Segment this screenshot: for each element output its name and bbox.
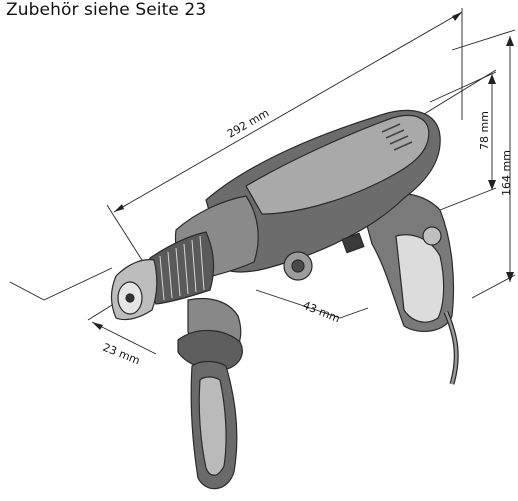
- dimension-label-collar-length: 43 mm: [301, 299, 342, 326]
- dimension-label-handle-height: 78 mm: [478, 111, 491, 150]
- drill-icon: [110, 109, 459, 490]
- dimension-lines: [9, 8, 516, 355]
- accessories-note: Zubehör siehe Seite 23: [6, 0, 207, 20]
- dimension-label-total-height: 164 mm: [500, 150, 513, 196]
- dimension-label-overall-length: 292 mm: [225, 106, 271, 140]
- dimension-label-chuck-diameter: 23 mm: [101, 341, 142, 368]
